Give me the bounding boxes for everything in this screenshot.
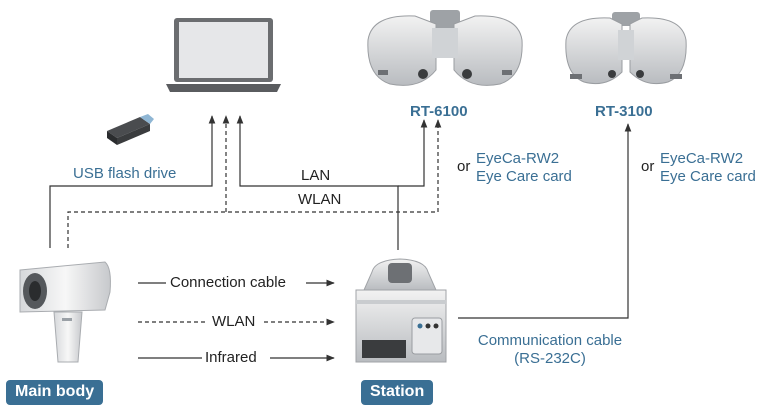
card-left-label: EyeCa-RW2 Eye Care card xyxy=(476,150,572,185)
infrared-label: Infrared xyxy=(205,349,257,366)
laptop-icon xyxy=(166,18,281,92)
main-body-badge: Main body xyxy=(6,380,104,405)
station-icon xyxy=(355,258,447,363)
refractor-icon-rt6100 xyxy=(367,10,523,86)
wlan-top-label: WLAN xyxy=(298,191,342,208)
wlan-mid-label: WLAN xyxy=(212,313,256,330)
card-right-label: EyeCa-RW2 Eye Care card xyxy=(660,150,756,185)
usb-flash-drive-label: USB flash drive xyxy=(73,165,177,182)
main-body-to-laptop-line xyxy=(49,115,216,248)
station-badge: Station xyxy=(361,380,434,405)
station-lan-to-laptop-line xyxy=(236,115,399,250)
communication-cable-label: Communication cable (RS-232C) xyxy=(477,332,623,367)
or-left-label: or xyxy=(457,158,471,175)
connection-cable-label: Connection cable xyxy=(170,274,286,291)
lan-label: LAN xyxy=(301,167,331,184)
refractor-icon-rt3100 xyxy=(565,12,687,85)
main-body-wlan-line xyxy=(67,119,442,248)
rt6100-label: RT-6100 xyxy=(410,103,468,120)
comm-cable-line xyxy=(458,123,632,319)
handheld-device-icon xyxy=(19,261,111,363)
station-lan-to-rt6100-line xyxy=(398,119,428,187)
or-right-label: or xyxy=(641,158,655,175)
usb-drive-icon xyxy=(107,114,154,145)
rt3100-label: RT-3100 xyxy=(595,103,653,120)
